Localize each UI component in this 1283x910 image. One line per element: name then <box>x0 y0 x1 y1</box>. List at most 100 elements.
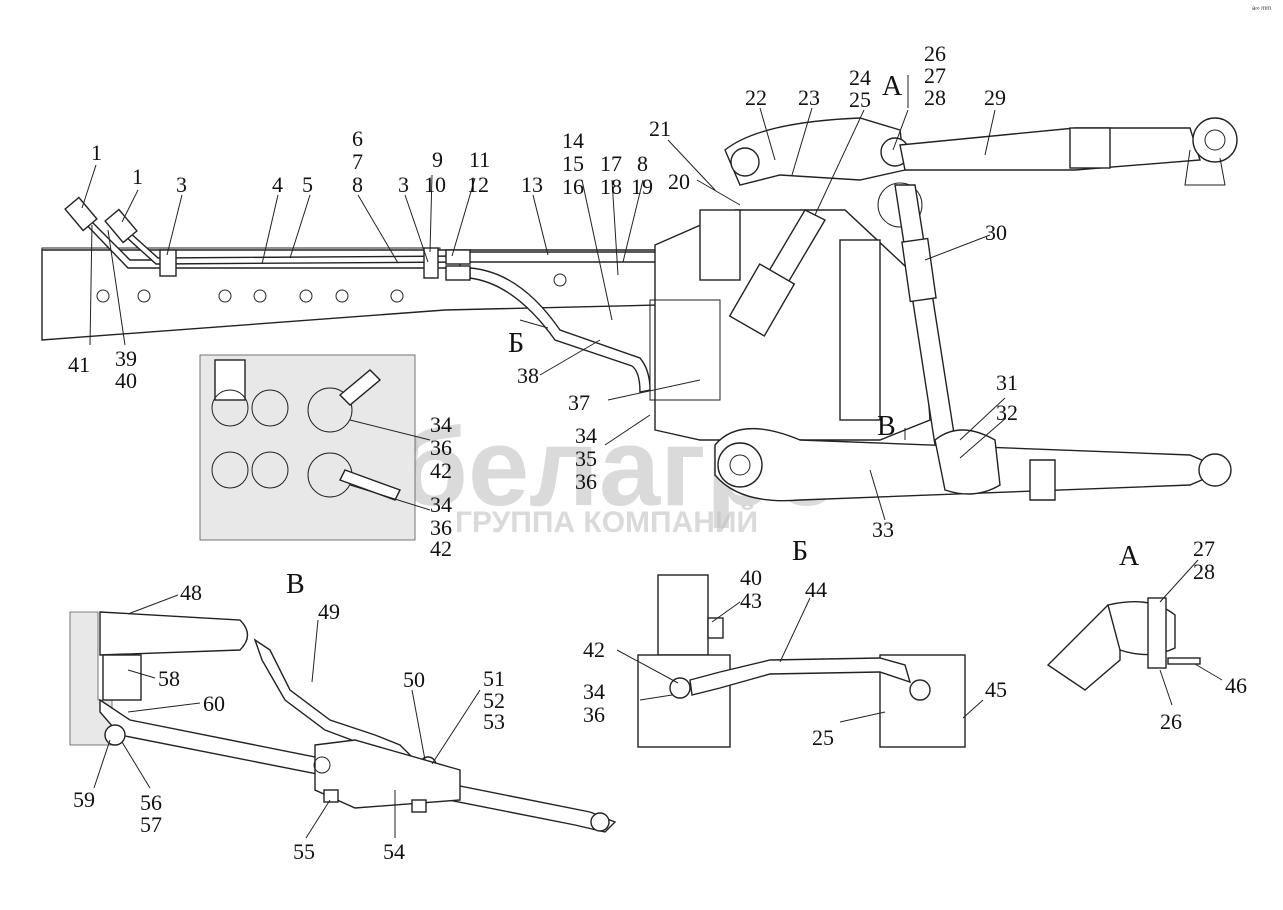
callout-22: 22 <box>745 85 767 110</box>
callout-19: 19 <box>631 174 653 199</box>
callout-36d: 36 <box>583 702 605 727</box>
callout-24: 24 <box>849 65 871 90</box>
callout-1a: 1 <box>91 140 102 165</box>
callout-52: 52 <box>483 688 505 713</box>
bracket-48 <box>99 611 249 656</box>
detail-view-B: Б <box>616 536 984 748</box>
callout-17: 17 <box>600 151 622 176</box>
callout-28: 28 <box>924 85 946 110</box>
callout-36b: 36 <box>430 515 452 540</box>
detail-title-B: Б <box>792 536 808 567</box>
callout-55: 55 <box>293 839 315 864</box>
callout-59: 59 <box>73 787 95 812</box>
detail-title-A: А <box>1119 541 1140 572</box>
callout-44: 44 <box>805 577 827 602</box>
callout-21: 21 <box>649 116 671 141</box>
callout-26b: 26 <box>1160 709 1182 734</box>
callout-15: 15 <box>562 151 584 176</box>
main-view-leaders <box>81 75 1007 521</box>
callout-20: 20 <box>668 169 690 194</box>
callout-43: 43 <box>740 588 762 613</box>
detail-title-V: В <box>286 569 305 600</box>
callout-37: 37 <box>568 390 590 415</box>
lower-link-33 <box>714 428 1232 502</box>
callout-18: 18 <box>600 174 622 199</box>
lower-link-bracket <box>934 429 1001 495</box>
callout-3b: 3 <box>398 172 409 197</box>
callout-36c: 36 <box>575 469 597 494</box>
callout-40b: 40 <box>740 565 762 590</box>
pipe-44 <box>689 657 912 696</box>
pipe-38 <box>469 267 651 393</box>
detail-view-A: А <box>1046 541 1223 706</box>
coupling-12 <box>445 265 471 281</box>
callout-51: 51 <box>483 666 505 691</box>
arm-end-A <box>1046 604 1121 691</box>
callout-12: 12 <box>467 172 489 197</box>
lift-rods <box>728 184 956 446</box>
callout-29: 29 <box>984 85 1006 110</box>
turnbuckle-30 <box>901 237 937 303</box>
callout-28b: 28 <box>1193 559 1215 584</box>
callout-53: 53 <box>483 709 505 734</box>
callout-13: 13 <box>521 172 543 197</box>
callout-34d: 34 <box>583 679 605 704</box>
callout-34b: 34 <box>430 492 452 517</box>
upper-link-group <box>724 117 1238 186</box>
watermark-sub-text: ГРУППА КОМПАНИЙ <box>455 505 758 539</box>
callout-31: 31 <box>996 370 1018 395</box>
callout-26: 26 <box>924 41 946 66</box>
fitting-1b <box>104 208 138 244</box>
callout-9: 9 <box>432 147 443 172</box>
callout-42b: 42 <box>430 536 452 561</box>
callout-46: 46 <box>1225 673 1247 698</box>
view-marker-B: Б <box>508 328 524 359</box>
corner-mark: a∞ mm <box>1252 6 1271 12</box>
callout-5: 5 <box>302 172 313 197</box>
callout-40: 40 <box>115 368 137 393</box>
fitting-1a <box>64 196 98 232</box>
callout-8b: 8 <box>637 151 648 176</box>
callout-49: 49 <box>318 599 340 624</box>
frame-bolts <box>96 273 567 303</box>
top-link-eye <box>1192 117 1238 163</box>
view-marker-A: А <box>882 71 903 102</box>
lift-cylinder <box>728 263 796 337</box>
upper-lift-arm <box>724 117 906 186</box>
callout-38: 38 <box>517 363 539 388</box>
control-valve-block <box>199 354 416 541</box>
bracket-left <box>637 654 731 748</box>
top-link-sleeve <box>1069 127 1111 169</box>
callout-30: 30 <box>985 220 1007 245</box>
callout-14: 14 <box>562 128 584 153</box>
callout-42a: 42 <box>430 458 452 483</box>
callout-10: 10 <box>424 172 446 197</box>
rear-axle-housing <box>649 182 931 441</box>
cylinder-40 <box>657 574 709 656</box>
view-marker-V: В <box>877 411 896 442</box>
cotter-46 <box>1167 657 1201 665</box>
callout-23: 23 <box>798 85 820 110</box>
callout-57: 57 <box>140 812 162 837</box>
callout-36a: 36 <box>430 435 452 460</box>
callout-4: 4 <box>272 172 283 197</box>
callout-41: 41 <box>68 352 90 377</box>
sleeve-54 <box>314 739 461 809</box>
callout-42c: 42 <box>583 637 605 662</box>
callout-3a: 3 <box>176 172 187 197</box>
callout-27b: 27 <box>1193 536 1215 561</box>
callout-8a: 8 <box>352 172 363 197</box>
callout-60: 60 <box>203 691 225 716</box>
callout-32: 32 <box>996 400 1018 425</box>
frame-side-member <box>41 249 661 341</box>
detail-view-V: В <box>69 569 617 839</box>
callout-45: 45 <box>985 677 1007 702</box>
callout-34a: 34 <box>430 412 452 437</box>
arm-pivot-left <box>730 147 760 177</box>
callout-33: 33 <box>872 517 894 542</box>
pin-27 <box>1147 597 1167 669</box>
callout-25b: 25 <box>812 725 834 750</box>
callout-58: 58 <box>158 666 180 691</box>
main-assembly-view: А Б В <box>41 71 1238 541</box>
